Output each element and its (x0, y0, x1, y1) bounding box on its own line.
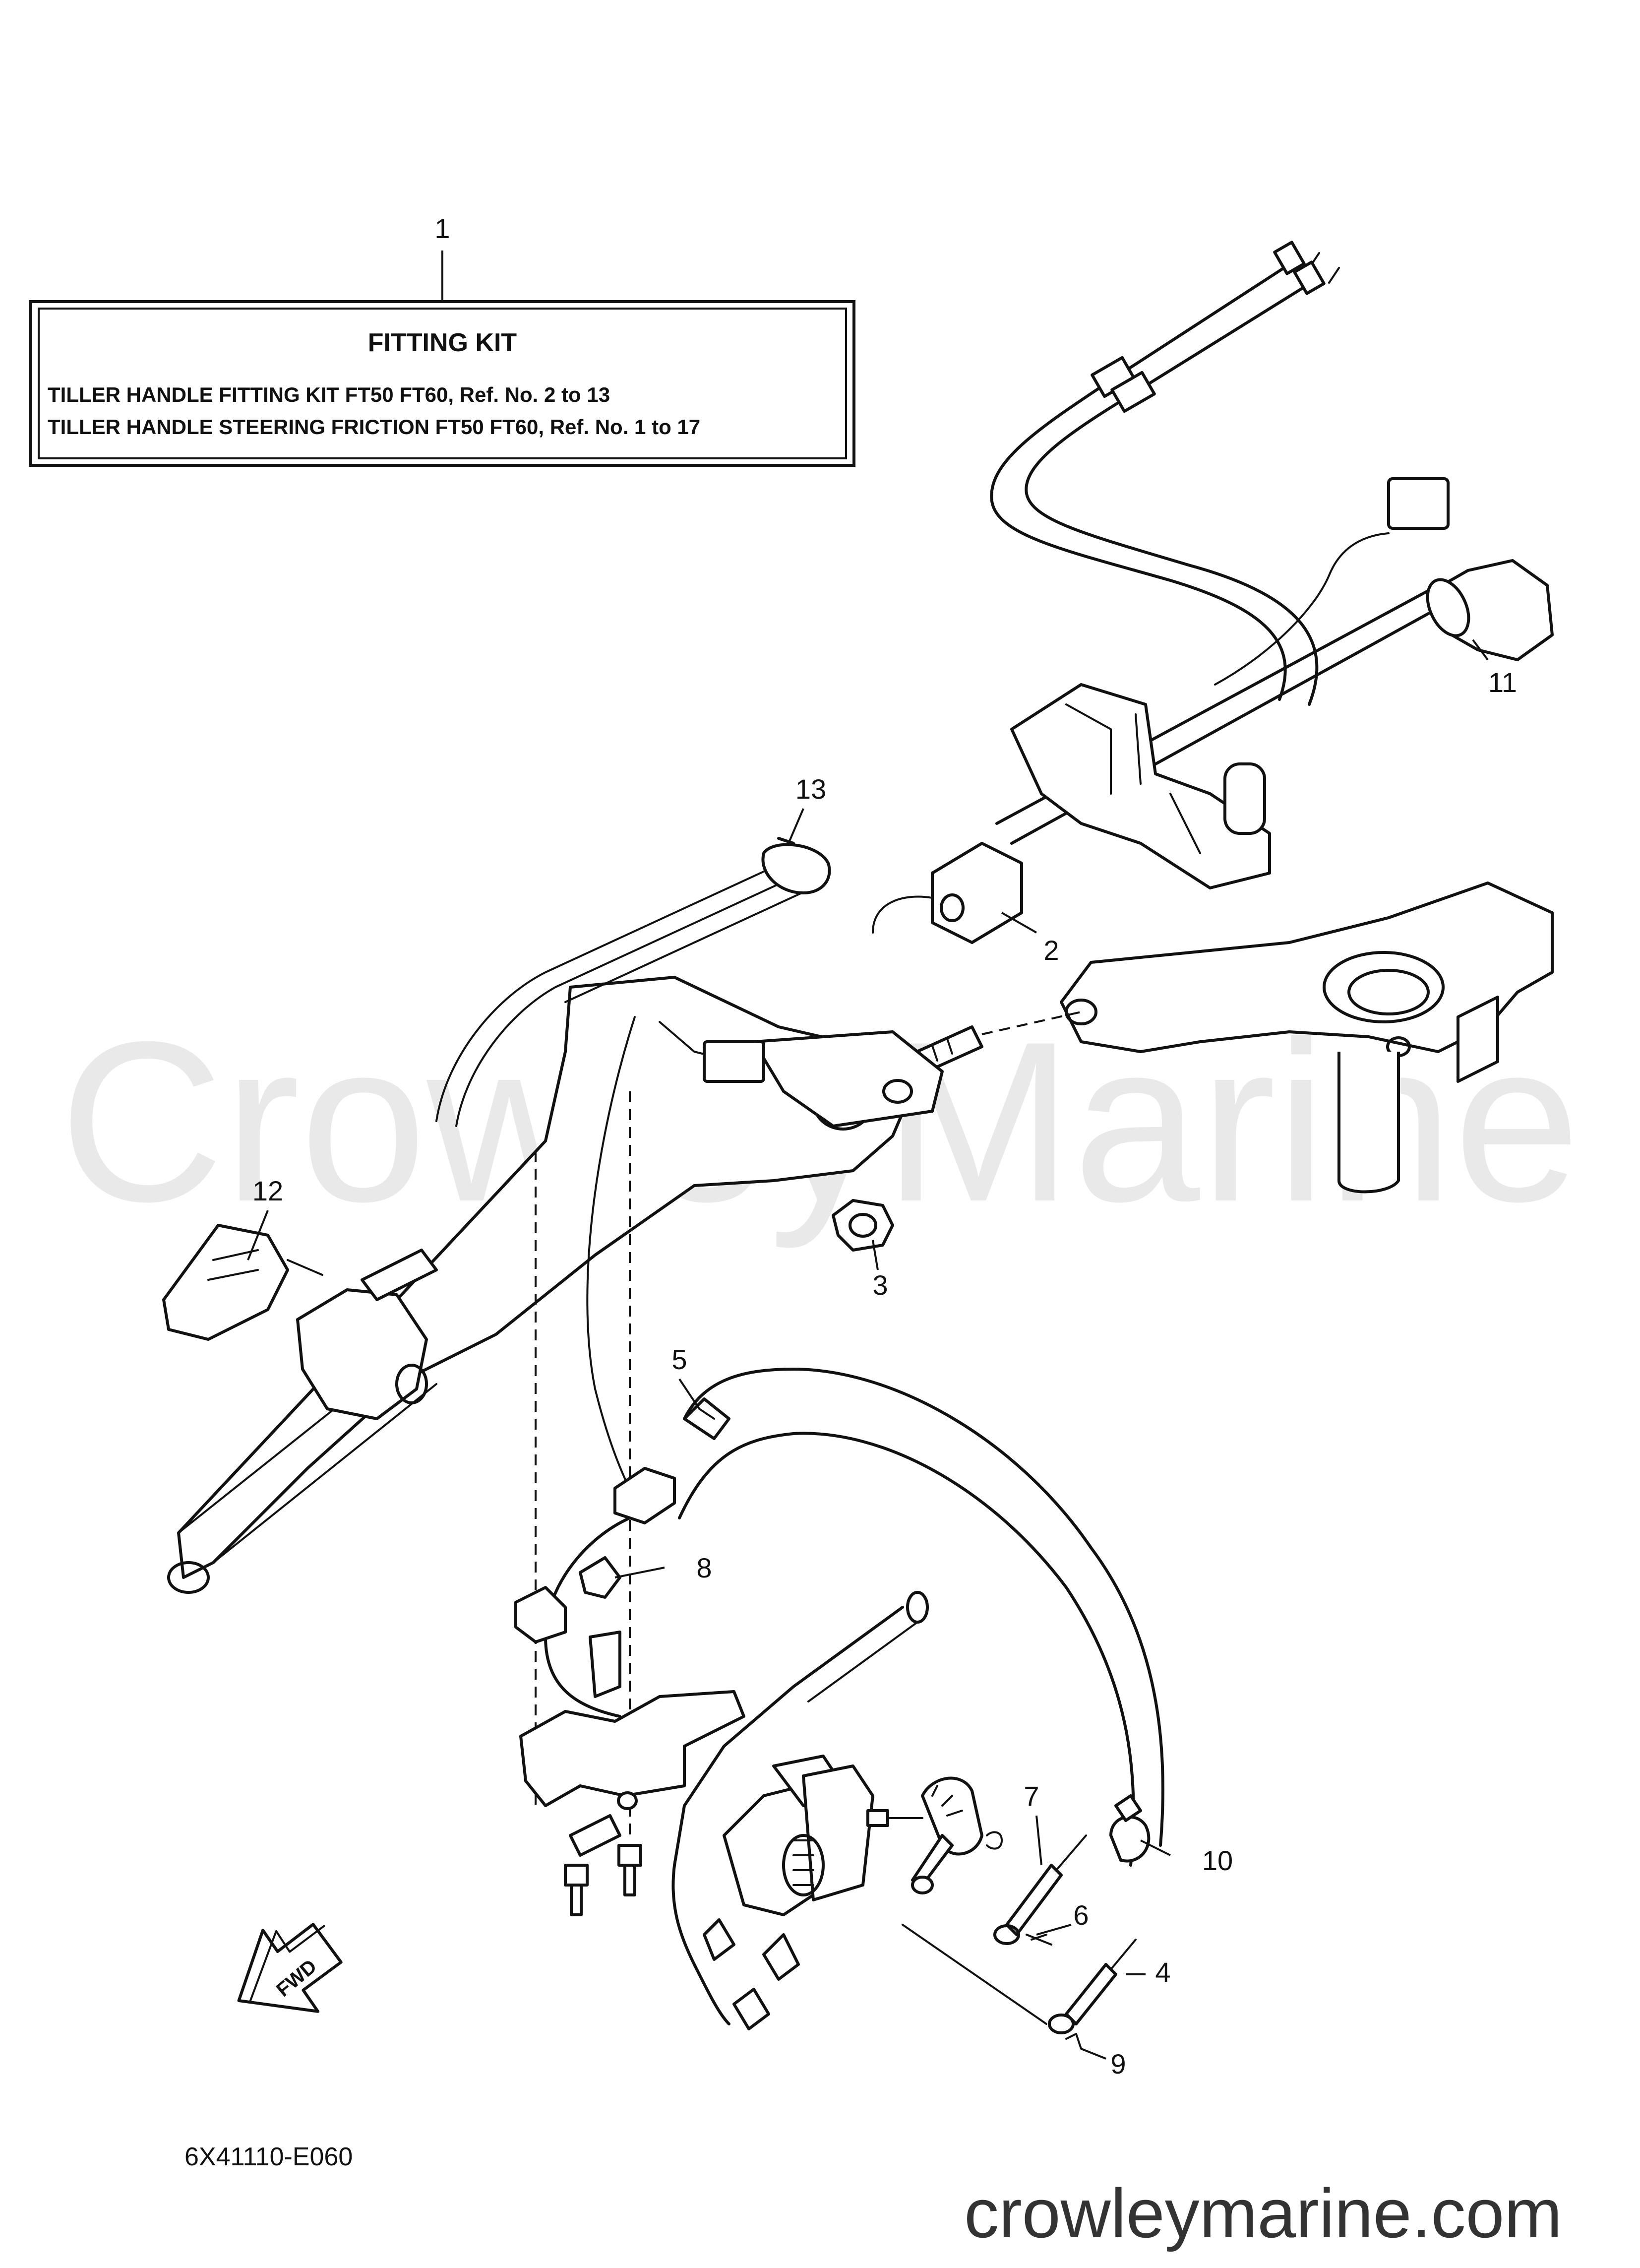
fitting-kit-box: FITTING KIT TILLER HANDLE FITTING KIT FT… (29, 300, 855, 467)
callout-8: 8 (696, 1552, 712, 1583)
callout-6: 6 (1073, 1899, 1089, 1931)
nut-part-3 (832, 1199, 894, 1252)
footer-url: crowleymarine.com (964, 2174, 1562, 2252)
callout-numbers: 1 2 3 4 5 6 7 8 9 10 11 12 13 (252, 213, 1517, 2079)
callout-2: 2 (1043, 935, 1059, 966)
grommet-part-2 (872, 842, 1023, 944)
callout-1: 1 (434, 213, 450, 244)
cable-clamp-part-13 (761, 837, 831, 894)
upper-bracket (1010, 683, 1271, 889)
callout-7: 7 (1024, 1780, 1039, 1812)
small-clips (1026, 1934, 1082, 2050)
throttle-mechanism (671, 1591, 929, 2030)
grip-part-12 (162, 1224, 323, 1341)
throttle-rods (902, 1834, 1137, 2034)
callout-9: 9 (1110, 2048, 1126, 2079)
tiller-handle (167, 976, 944, 1594)
fitting-kit-line-1: TILLER HANDLE FITTING KIT FT50 FT60, Ref… (48, 383, 610, 406)
tiller-harness (435, 852, 824, 1519)
mounting-screws (564, 1844, 642, 1916)
steering-arm-bracket (1060, 882, 1554, 1194)
callout-11: 11 (1488, 667, 1517, 698)
clamp-part-5 (683, 1397, 730, 1440)
callout-12: 12 (252, 1175, 283, 1206)
callout-13: 13 (795, 773, 826, 805)
clamp-part-8 (514, 1556, 621, 1643)
callout-leaders (247, 639, 1489, 2060)
clip-part-10 (1109, 1794, 1151, 1863)
callout-5: 5 (671, 1344, 687, 1375)
throttle-gear-link (911, 1776, 1003, 1894)
diagram-code: 6X41110-E060 (184, 2142, 353, 2171)
wiring-harness (995, 477, 1554, 845)
callout-4: 4 (1155, 1956, 1170, 1988)
cable-bracket-upper (613, 1467, 676, 1524)
callout-3: 3 (872, 1269, 888, 1301)
fitting-kit-line-2: TILLER HANDLE STEERING FRICTION FT50 FT6… (48, 415, 700, 439)
control-cables (990, 241, 1340, 706)
fitting-kit-title: FITTING KIT (368, 328, 517, 357)
fwd-arrow-icon: FWD (237, 1923, 343, 2013)
lower-mounting-bracket (519, 1631, 745, 1857)
callout-10: 10 (1202, 1845, 1233, 1876)
